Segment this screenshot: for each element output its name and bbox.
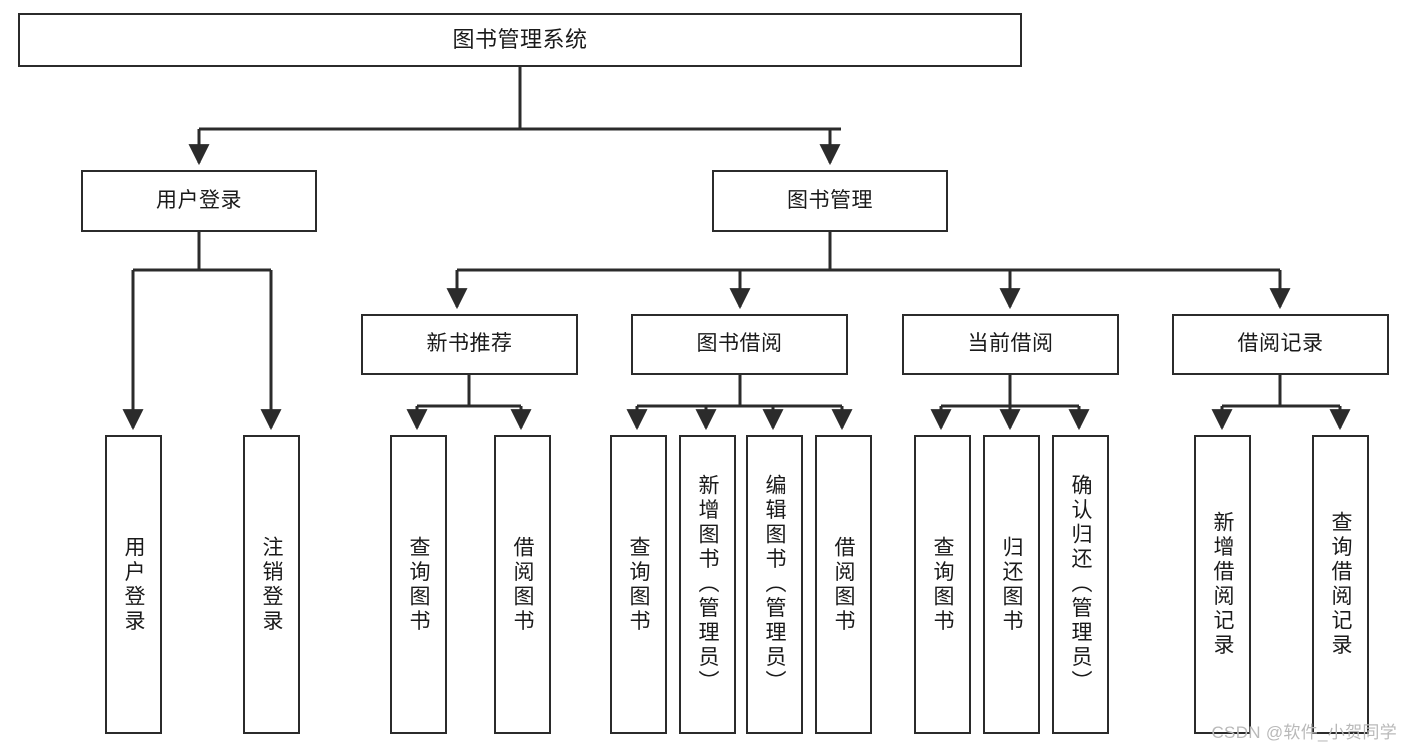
node-label: 当前借阅 xyxy=(967,332,1054,356)
leaf-user-login[interactable]: 用户登录 xyxy=(105,435,162,734)
node-label: 图书管理系统 xyxy=(452,27,588,53)
node-borrowing-record[interactable]: 借阅记录 xyxy=(1172,314,1389,375)
node-label: 归还图书 xyxy=(1000,535,1023,634)
leaf-query-book-borrow[interactable]: 查询图书 xyxy=(610,435,667,734)
node-label: 新增借阅记录 xyxy=(1211,511,1234,658)
node-root-book-management-system[interactable]: 图书管理系统 xyxy=(18,13,1022,67)
node-label: 图书借阅 xyxy=(696,332,783,356)
leaf-return-book[interactable]: 归还图书 xyxy=(983,435,1040,734)
node-label: 注销登录 xyxy=(260,535,283,634)
leaf-edit-book-admin[interactable]: 编辑图书（管理员） xyxy=(746,435,803,734)
node-label: 查询借阅记录 xyxy=(1329,511,1352,658)
leaf-add-borrow-record[interactable]: 新增借阅记录 xyxy=(1194,435,1251,734)
node-label: 编辑图书（管理员） xyxy=(763,474,786,695)
node-user-login[interactable]: 用户登录 xyxy=(81,170,317,232)
leaf-logout[interactable]: 注销登录 xyxy=(243,435,300,734)
node-label: 用户登录 xyxy=(156,188,242,212)
node-book-management[interactable]: 图书管理 xyxy=(712,170,948,232)
leaf-add-book-admin[interactable]: 新增图书（管理员） xyxy=(679,435,736,734)
leaf-confirm-return-admin[interactable]: 确认归还（管理员） xyxy=(1052,435,1109,734)
node-label: 用户登录 xyxy=(122,535,145,634)
node-book-borrowing[interactable]: 图书借阅 xyxy=(631,314,848,375)
node-current-borrowing[interactable]: 当前借阅 xyxy=(902,314,1119,375)
leaf-borrow-book-rec[interactable]: 借阅图书 xyxy=(494,435,551,734)
node-label: 借阅图书 xyxy=(511,535,534,634)
leaf-query-borrow-record[interactable]: 查询借阅记录 xyxy=(1312,435,1369,734)
node-label: 图书管理 xyxy=(787,188,873,212)
leaf-borrow-book[interactable]: 借阅图书 xyxy=(815,435,872,734)
node-label: 借阅图书 xyxy=(832,535,855,634)
leaf-query-book-current[interactable]: 查询图书 xyxy=(914,435,971,734)
node-label: 查询图书 xyxy=(627,535,650,634)
node-label: 确认归还（管理员） xyxy=(1069,474,1092,695)
node-label: 新增图书（管理员） xyxy=(696,474,719,695)
node-label: 查询图书 xyxy=(407,535,430,634)
node-label: 新书推荐 xyxy=(426,332,513,356)
leaf-query-book-rec[interactable]: 查询图书 xyxy=(390,435,447,734)
csdn-watermark: CSDN @软件_小贺同学 xyxy=(1211,723,1397,742)
node-label: 借阅记录 xyxy=(1237,332,1324,356)
node-new-book-recommendation[interactable]: 新书推荐 xyxy=(361,314,578,375)
node-label: 查询图书 xyxy=(931,535,954,634)
